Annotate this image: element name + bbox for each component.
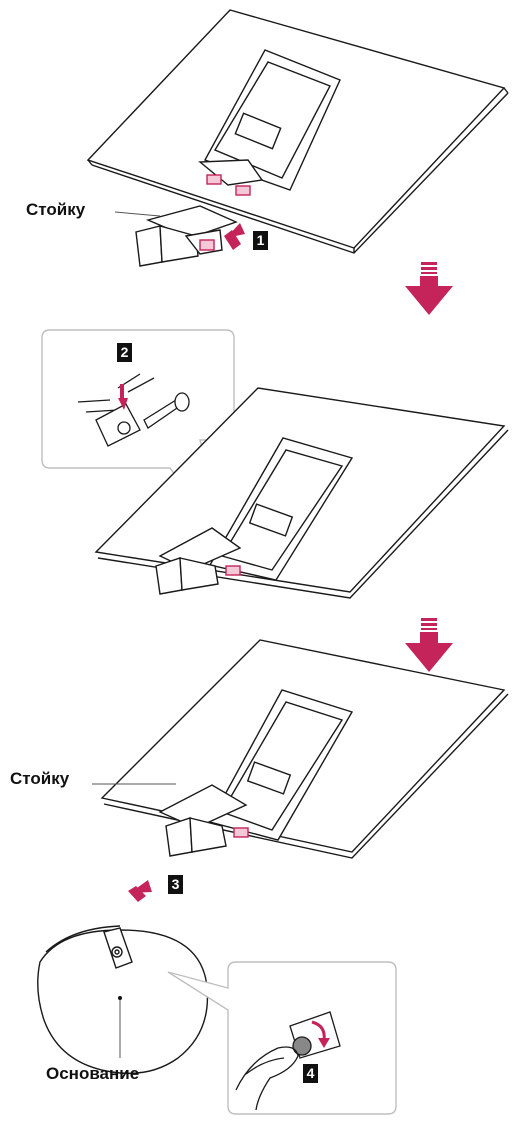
step-badge-4: 4 (303, 1064, 318, 1083)
step-badge-2: 2 (117, 343, 132, 362)
stand-label-top: Стойку (26, 200, 86, 219)
monitor-panel-1 (86, 9, 509, 254)
step-badge-3: 3 (168, 875, 183, 894)
rotate-arrow-4-head (318, 1038, 330, 1048)
monitor-panel-3 (100, 639, 509, 859)
insert-arrow-3-tail (128, 886, 146, 902)
base-piece (37, 925, 209, 1075)
press-arrow-2-stem (120, 384, 124, 400)
rotate-arrow-4 (311, 1020, 326, 1041)
step-badge-1: 1 (253, 231, 268, 250)
base-leader-dot (118, 996, 122, 1000)
insert-arrow-1-tail (224, 230, 241, 250)
callout-detail-4 (235, 1011, 341, 1111)
stand-label-bottom: Стойку (10, 769, 70, 788)
down-arrow-1 (405, 262, 453, 315)
stand-leader-line-1 (114, 211, 161, 217)
callout-bubble-4 (167, 961, 397, 1115)
callout-detail-2 (77, 373, 190, 447)
base-label: Основание (46, 1064, 140, 1083)
monitor-panel-2 (94, 387, 509, 599)
press-arrow-2 (118, 398, 128, 410)
stand-piece-1 (135, 205, 238, 267)
down-arrow-2 (405, 618, 453, 672)
